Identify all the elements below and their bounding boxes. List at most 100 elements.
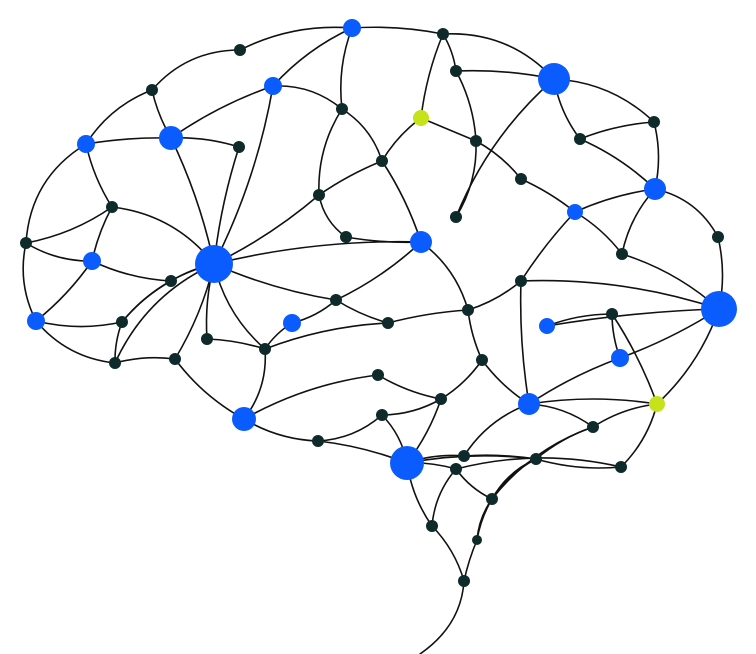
network-edge (546, 308, 720, 327)
dark-node (515, 275, 527, 287)
network-edge (174, 358, 245, 420)
dark-node (259, 343, 271, 355)
network-edge (85, 137, 172, 145)
blue-node (644, 178, 666, 200)
blue-node (159, 126, 183, 150)
blue-node (701, 291, 737, 327)
network-edge (114, 356, 176, 364)
dark-node (615, 461, 627, 473)
dark-node (340, 231, 352, 243)
network-edge (335, 299, 389, 324)
blue-node (283, 314, 301, 332)
network-edge (528, 357, 621, 405)
network-edge (91, 260, 172, 282)
network-edge (170, 85, 274, 139)
network-edge (340, 27, 353, 110)
dark-node (458, 450, 470, 462)
network-edge (611, 313, 658, 405)
network-edge (25, 143, 87, 244)
network-edge (475, 140, 522, 180)
network-edge (22, 242, 37, 322)
network-edge (528, 398, 658, 405)
lime-node (413, 110, 429, 126)
blue-node (27, 312, 45, 330)
network-edge (455, 70, 477, 142)
dark-node (330, 294, 342, 306)
network-edge (579, 121, 655, 140)
network-edge (654, 188, 719, 238)
dark-node (234, 44, 246, 56)
network-edge (170, 137, 215, 265)
network-edge (519, 280, 530, 405)
network-edge (420, 241, 469, 311)
dark-node (587, 421, 599, 433)
dark-node (169, 353, 181, 365)
network-edge (574, 211, 623, 255)
blue-node (611, 349, 629, 367)
dark-node (20, 237, 32, 249)
dark-node (648, 116, 660, 128)
network-edge (381, 398, 442, 416)
network-edge (535, 458, 622, 469)
network-edge (431, 468, 457, 527)
network-edge (243, 374, 379, 420)
dark-node (376, 155, 388, 167)
network-edge (440, 359, 483, 400)
network-edge (272, 27, 353, 87)
network-edge (25, 206, 113, 244)
dark-node (616, 248, 628, 260)
dark-node (109, 357, 121, 369)
network-edge (455, 468, 493, 500)
blue-node (343, 19, 361, 37)
network-edge (151, 49, 241, 91)
network-edge (351, 26, 444, 35)
dark-node (233, 141, 245, 153)
dark-node (382, 317, 394, 329)
dark-node (476, 354, 488, 366)
network-edge (35, 320, 116, 364)
network-edge (272, 85, 343, 110)
network-edge (25, 242, 93, 262)
dark-node (426, 520, 438, 532)
dark-node (116, 316, 128, 328)
blue-node (390, 446, 424, 480)
dark-node (437, 28, 449, 40)
dark-node (450, 211, 462, 223)
dark-node (450, 463, 462, 475)
dark-node (462, 304, 474, 316)
network-edge (35, 320, 123, 328)
dark-node (530, 453, 542, 465)
dark-node (574, 133, 586, 145)
blue-node (77, 135, 95, 153)
dark-node (336, 103, 348, 115)
network-edge (317, 414, 383, 442)
network-edge (520, 178, 576, 213)
network-edge (520, 279, 720, 310)
network-edge (491, 426, 594, 500)
network-edge (239, 26, 353, 51)
network-edge (381, 160, 422, 243)
network-edge (420, 33, 444, 119)
network-edge (520, 211, 576, 282)
dark-node (435, 393, 447, 405)
dark-node (470, 135, 482, 147)
blue-node (538, 63, 570, 95)
blue-node (264, 77, 282, 95)
network-edge (341, 108, 383, 162)
dark-node (458, 575, 470, 587)
blue-node (232, 407, 256, 431)
network-edge (574, 188, 656, 213)
network-edge (579, 138, 656, 190)
network-edge (491, 458, 537, 500)
dark-node (372, 369, 384, 381)
network-nodes (20, 19, 737, 587)
network-edge (431, 525, 465, 582)
network-edge (455, 78, 555, 218)
network-edges (22, 26, 724, 654)
network-edge (318, 194, 347, 238)
network-edge (463, 539, 478, 582)
network-edge (535, 426, 594, 460)
dark-node (106, 201, 118, 213)
network-edge (213, 240, 422, 265)
